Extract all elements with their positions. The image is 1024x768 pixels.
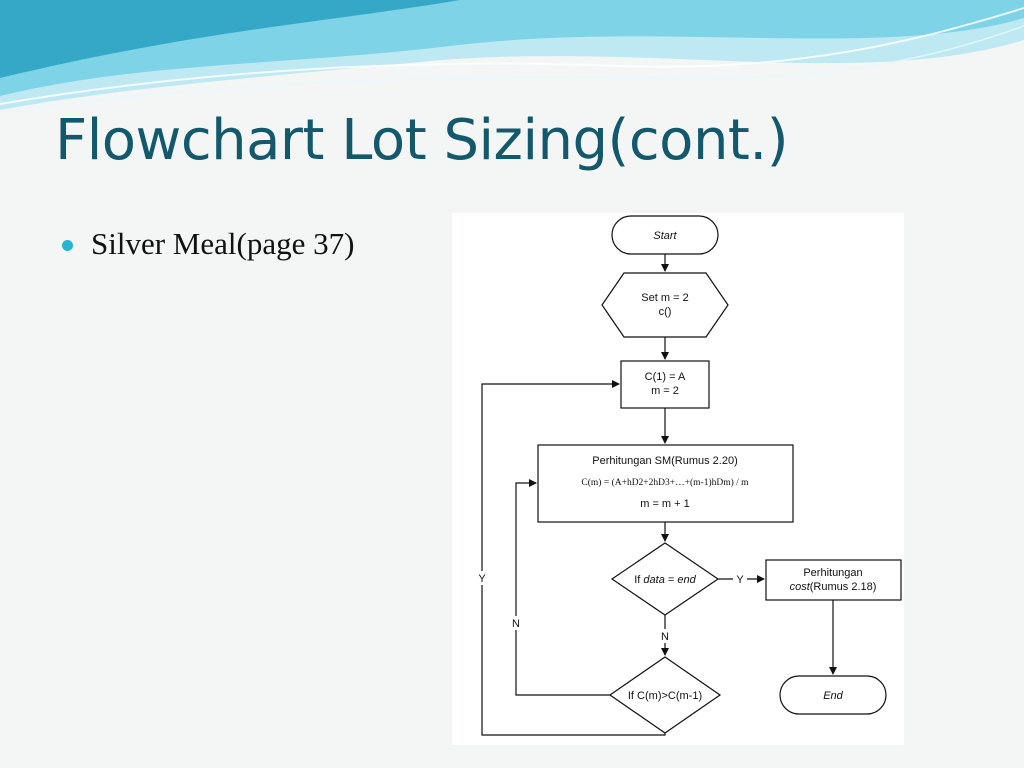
cost-line1: Perhitungan [803, 567, 862, 579]
decision-cost-label: If C(m)>C(m-1) [628, 690, 702, 702]
calc-formula: C(m) = (A+hD2+2hD3+…+(m-1)hDm) / m [581, 477, 749, 488]
setup-line2: c() [659, 306, 672, 318]
setup-line1: Set m = 2 [641, 292, 688, 304]
bullet-item: Silver Meal(page 37) [62, 226, 354, 262]
label-no-loop: N [512, 618, 520, 630]
decision-cost-compare: If C(m)>C(m-1) [608, 656, 722, 734]
calc-increment: m = m + 1 [640, 498, 690, 510]
label-yes-right: Y [736, 574, 744, 586]
end-terminator: End [779, 675, 887, 715]
flowchart-diagram: Start Set m = 2 c() C(1) = A m = 2 Perhi… [452, 213, 904, 745]
end-label: End [823, 690, 843, 702]
init-process: C(1) = A m = 2 [620, 360, 710, 409]
arrow-loop-yes-to-init [481, 380, 666, 736]
calc-title: Perhitungan SM(Rumus 2.20) [592, 455, 738, 467]
slide-title: Flowchart Lot Sizing(cont.) [55, 108, 789, 173]
cost-line2: cost(Rumus 2.18) [790, 581, 877, 593]
start-terminator: Start [611, 215, 719, 255]
calc-process: Perhitungan SM(Rumus 2.20) C(m) = (A+hD2… [537, 444, 794, 523]
cost-process: Perhitungan cost(Rumus 2.18) [765, 559, 902, 601]
decision-data-end: If data = end [610, 542, 720, 616]
bullet-text: Silver Meal(page 37) [91, 226, 355, 261]
label-yes-loop: Y [478, 573, 486, 585]
init-line1: C(1) = A [645, 371, 686, 383]
start-label: Start [653, 230, 677, 242]
decision-data-label: If data = end [634, 574, 696, 586]
header-wave-decoration [0, 0, 1024, 113]
bullet-dot-icon [62, 239, 73, 251]
init-line2: m = 2 [651, 385, 679, 397]
setup-preparation: Set m = 2 c() [601, 272, 729, 338]
label-no-down: N [661, 631, 669, 643]
arrow-loop-no-to-calc [515, 479, 610, 696]
